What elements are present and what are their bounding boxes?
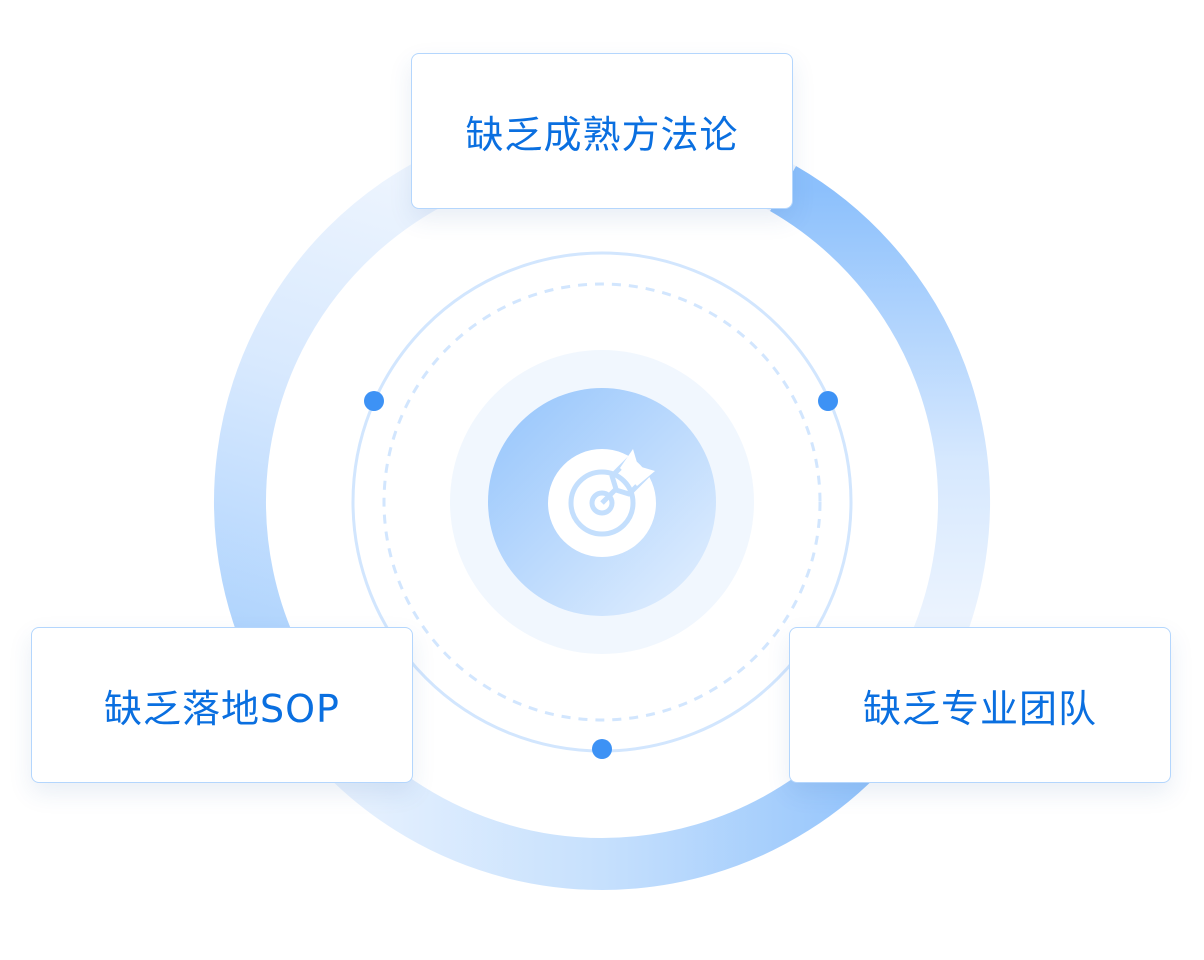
card-label: 缺乏成熟方法论	[465, 112, 739, 157]
connector-dot-bottom	[592, 739, 612, 759]
outer-ring-segment-right	[769, 165, 990, 696]
card-lack-team: 缺乏专业团队	[789, 627, 1171, 783]
connector-dot-right	[818, 391, 838, 411]
inner-dashed-circle	[382, 282, 822, 722]
card-lack-methodology: 缺乏成熟方法论	[411, 53, 793, 209]
target-with-arrow-icon	[548, 449, 656, 557]
card-label: 缺乏落地SOP	[104, 686, 340, 731]
card-label: 缺乏专业团队	[862, 686, 1097, 731]
connector-dot-left	[364, 391, 384, 411]
card-lack-sop: 缺乏落地SOP	[31, 627, 413, 783]
